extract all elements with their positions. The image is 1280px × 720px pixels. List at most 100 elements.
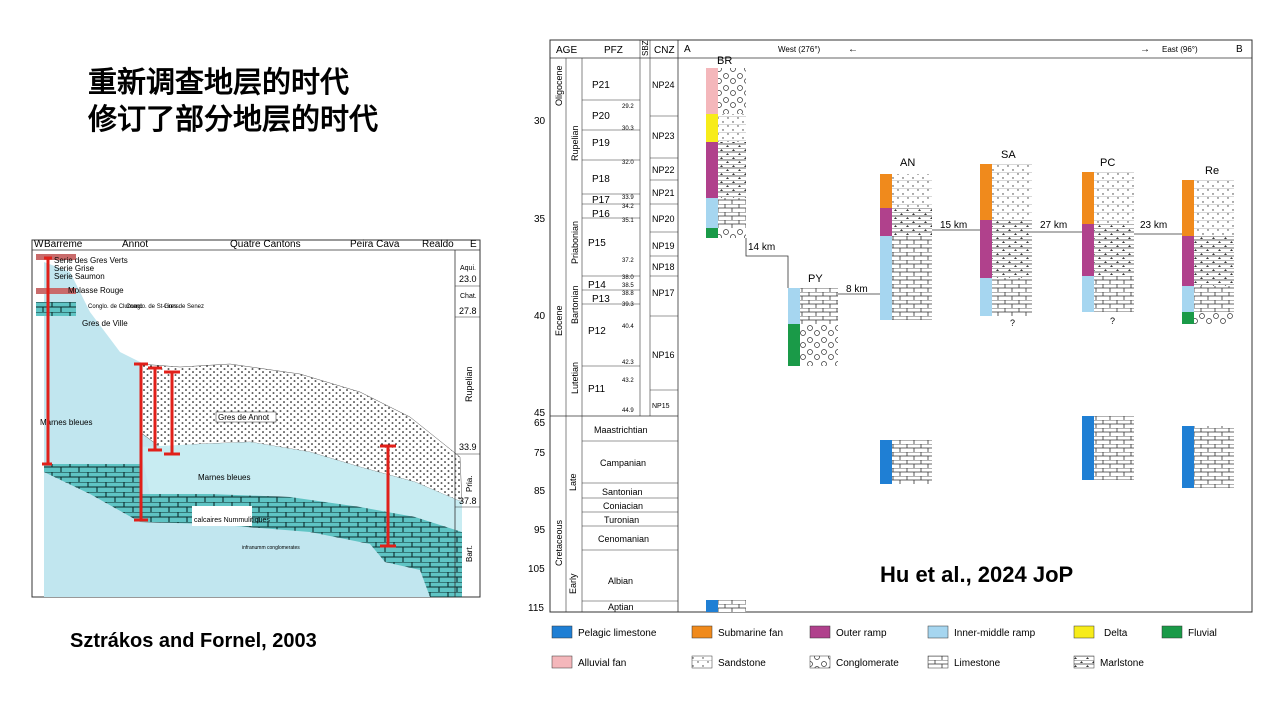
cret-stage: Santonian bbox=[602, 487, 643, 497]
legend-label: Marlstone bbox=[1100, 658, 1144, 669]
legend-label: Fluvial bbox=[1188, 628, 1217, 639]
header-east: East (96°) bbox=[1162, 45, 1198, 54]
distance-label: 27 km bbox=[1040, 220, 1067, 231]
age-tick: 45 bbox=[534, 408, 546, 419]
pfz-age: 38.8 bbox=[622, 291, 634, 297]
cret-stage: Campanian bbox=[600, 458, 646, 468]
cross-section-figure: 23.0 27.8 33.9 37.8 Aqui. Chat. Rupelian… bbox=[31, 239, 481, 598]
cret-stage: Maastrichtian bbox=[594, 425, 648, 435]
age-tick: 65 bbox=[534, 418, 546, 429]
section-label: Re bbox=[1205, 165, 1219, 177]
stage-label: Rupelian bbox=[570, 125, 580, 161]
age-label: Bart. bbox=[465, 545, 474, 562]
age-label: Pria. bbox=[465, 476, 474, 492]
legend-label: Sandstone bbox=[718, 658, 766, 669]
pfz-age: 38.0 bbox=[622, 275, 634, 281]
pfz-zone: P12 bbox=[588, 326, 606, 337]
locality-label: Realdo bbox=[422, 239, 454, 250]
cnz-zone: NP24 bbox=[652, 80, 675, 90]
header-west: West (276°) bbox=[778, 45, 821, 54]
cret-stage: Aptian bbox=[608, 602, 634, 612]
unit-label: Gres de Ville bbox=[82, 319, 128, 328]
pfz-age: 35.1 bbox=[622, 218, 634, 224]
sample-range-markers bbox=[42, 256, 396, 548]
section-pc bbox=[1082, 172, 1134, 480]
legend-label: Delta bbox=[1104, 628, 1128, 639]
locality-label: Peira Cava bbox=[350, 239, 400, 250]
age-tick: 30 bbox=[534, 116, 546, 127]
unknown-mark: ? bbox=[1110, 316, 1115, 326]
section-label: PY bbox=[808, 273, 823, 285]
unit-label: Serie Grise bbox=[54, 264, 95, 273]
legend-label: Limestone bbox=[954, 658, 1001, 669]
header-a: A bbox=[684, 44, 691, 55]
pfz-zone: P20 bbox=[592, 111, 610, 122]
legend: Pelagic limestone Submarine fan Outer ra… bbox=[551, 625, 1217, 669]
header-sbz: SBZ bbox=[641, 40, 650, 56]
epoch-label: Cretaceous bbox=[554, 519, 564, 566]
cret-stage: Coniacian bbox=[603, 501, 643, 511]
subepoch-label: Late bbox=[568, 473, 578, 491]
west-arrow: ← bbox=[848, 44, 858, 55]
cnz-zone: NP23 bbox=[652, 131, 675, 141]
locality-label: Barreme bbox=[44, 239, 83, 250]
pfz-age: 39.3 bbox=[622, 302, 634, 308]
section-py bbox=[788, 288, 838, 366]
stage-label: Lutetian bbox=[570, 362, 580, 394]
citation-left: Sztrákos and Fornel, 2003 bbox=[70, 630, 317, 652]
unit-label: Conglo. de St-Lions bbox=[126, 304, 179, 310]
pfz-age: 43.2 bbox=[622, 378, 634, 384]
pfz-zone: P17 bbox=[592, 195, 610, 206]
pfz-zone: P16 bbox=[592, 209, 610, 220]
legend-label: Alluvial fan bbox=[578, 658, 626, 669]
cret-stage: Turonian bbox=[604, 515, 639, 525]
title-line-2: 修订了部分地层的时代 bbox=[88, 102, 379, 136]
header-cnz: CNZ bbox=[654, 45, 675, 56]
header-age: AGE bbox=[556, 45, 577, 56]
cnz-zone: NP19 bbox=[652, 241, 675, 251]
cnz-zone: NP18 bbox=[652, 262, 675, 272]
unit-label: Marnes bleues bbox=[40, 418, 92, 427]
corner-west: W bbox=[34, 239, 44, 250]
unit-label: Conglo. de Clumanc bbox=[88, 304, 142, 310]
age-tick: 105 bbox=[528, 564, 545, 575]
age-tick: 40 bbox=[534, 311, 546, 322]
distance-label: 15 km bbox=[940, 220, 967, 231]
age-tick: 35 bbox=[534, 214, 546, 225]
cnz-zone: NP20 bbox=[652, 214, 675, 224]
age-label: Aqui. bbox=[460, 265, 476, 272]
pfz-zone: P18 bbox=[592, 174, 610, 185]
locality-label: Annot bbox=[122, 239, 148, 250]
pfz-age: 37.2 bbox=[622, 258, 634, 264]
section-re bbox=[1182, 180, 1234, 488]
pfz-age: 42.3 bbox=[622, 360, 634, 366]
legend-label: Outer ramp bbox=[836, 628, 887, 639]
unit-label: Gres de Senez bbox=[164, 304, 204, 310]
pfz-zone: P15 bbox=[588, 238, 606, 249]
age-tick: 33.9 bbox=[459, 442, 477, 452]
unit-label: calcaires Nummulitiques bbox=[194, 517, 270, 524]
pfz-age: 40.4 bbox=[622, 324, 634, 330]
pfz-age: 29.2 bbox=[622, 104, 634, 110]
distance-label: 14 km bbox=[748, 242, 775, 253]
pfz-zone: P11 bbox=[588, 384, 605, 395]
age-label: Chat. bbox=[460, 293, 477, 300]
pfz-zone: P19 bbox=[592, 138, 610, 149]
age-tick: 23.0 bbox=[459, 274, 477, 284]
unit-label: Marnes bleues bbox=[198, 473, 250, 482]
citation-right: Hu et al., 2024 JoP bbox=[880, 562, 1074, 587]
cnz-zone: NP22 bbox=[652, 165, 675, 175]
pfz-age: 30.3 bbox=[622, 126, 634, 132]
unit-label: Molasse Rouge bbox=[68, 286, 124, 295]
age-tick: 115 bbox=[528, 603, 544, 614]
cnz-zone: NP21 bbox=[652, 188, 675, 198]
section-connectors bbox=[745, 229, 1182, 295]
section-an bbox=[880, 174, 932, 484]
corner-east: E bbox=[470, 239, 477, 250]
legend-label: Pelagic limestone bbox=[578, 628, 657, 639]
cret-stage: Cenomanian bbox=[598, 534, 649, 544]
east-arrow: → bbox=[1140, 44, 1150, 55]
cret-stage: Albian bbox=[608, 576, 633, 586]
section-label: BR bbox=[717, 55, 732, 67]
legend-label: Conglomerate bbox=[836, 658, 899, 669]
